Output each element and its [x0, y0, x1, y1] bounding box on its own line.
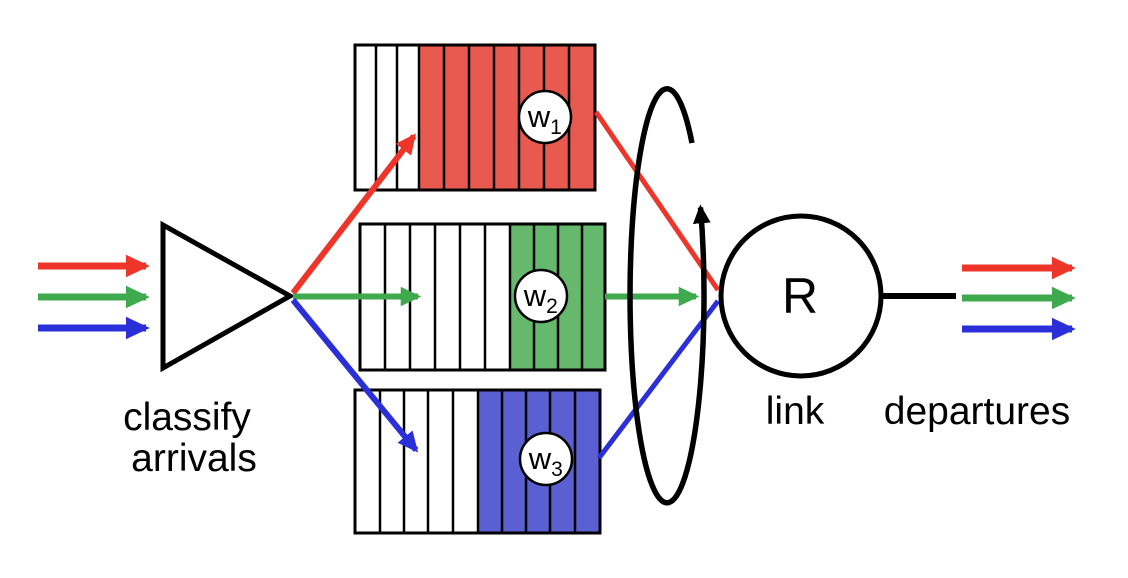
weight-badges: w 1 w 2 w 3	[513, 89, 574, 487]
weight-label-w1: w	[527, 99, 551, 134]
classifier-fanout	[290, 133, 422, 453]
weight-circle-w1	[517, 89, 573, 145]
link-label: link	[766, 390, 825, 433]
link-server: R	[718, 213, 884, 379]
queue-to-server-lines	[593, 110, 721, 460]
queue3-to-server-line	[597, 299, 720, 460]
departure-flows	[962, 256, 1076, 341]
weight-subscript-w3: 3	[551, 458, 563, 481]
weight-badge-w3: w 3	[518, 431, 574, 487]
queue1-to-server-line	[593, 110, 721, 292]
queue3-border	[353, 388, 602, 535]
classify-label-line1: classify	[123, 396, 251, 439]
weight-subscript-w2: 2	[546, 295, 558, 318]
classify-to-queue1-arrow	[290, 133, 417, 295]
arrival-flows	[38, 254, 150, 340]
link-rate-label: R	[782, 268, 818, 324]
weight-label-w3: w	[528, 441, 552, 476]
round-robin-scan-arrow	[627, 86, 711, 506]
weight-badge-w2: w 2	[513, 268, 569, 324]
weight-circle-w3	[518, 431, 574, 487]
queue1-border	[353, 43, 597, 192]
weight-badge-w1: w 1	[517, 89, 573, 145]
departures-label: departures	[884, 390, 1070, 433]
classify-to-queue3-arrow	[290, 298, 419, 453]
weight-circle-w2	[513, 268, 569, 324]
classifier-triangle	[160, 220, 296, 373]
classify-label-line2: arrivals	[131, 437, 257, 480]
weight-label-w2: w	[523, 278, 547, 313]
weight-subscript-w1: 1	[550, 116, 562, 139]
